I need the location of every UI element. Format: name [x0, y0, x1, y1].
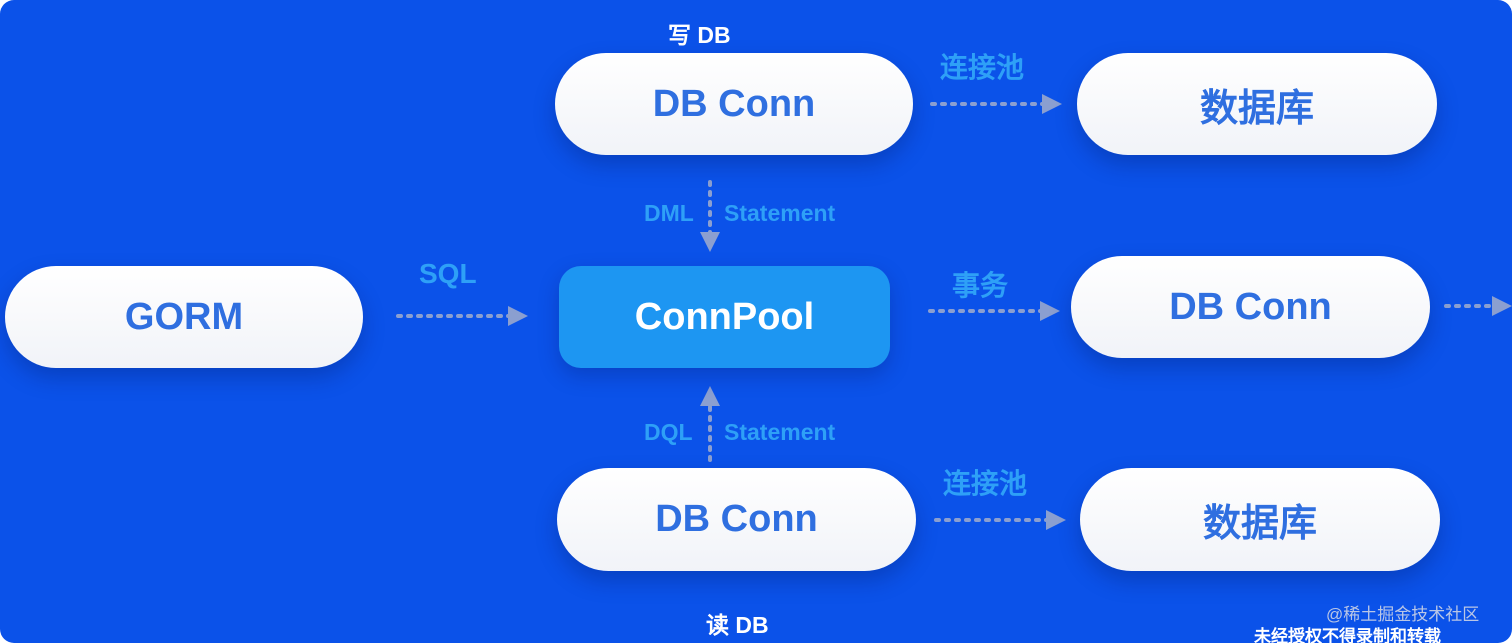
arrowhead: [1492, 296, 1512, 316]
watermark-copyright: 未经授权不得录制和转载: [1254, 627, 1441, 643]
dql-label: DQL: [644, 419, 693, 445]
arrowhead: [1042, 94, 1062, 114]
transaction-label: 事务: [952, 270, 1009, 301]
sql-label: SQL: [419, 258, 477, 289]
dml-statement-label: Statement: [724, 200, 836, 226]
read-db-conn-node[interactable]: DB Conn: [557, 468, 916, 571]
dql-statement-label: Statement: [724, 419, 836, 445]
read-db-caption: 读 DB: [706, 612, 769, 638]
read-database-node[interactable]: 数据库: [1080, 468, 1440, 571]
dml-label: DML: [644, 200, 694, 226]
tx-db-conn-node[interactable]: DB Conn: [1071, 256, 1430, 358]
connpool-node[interactable]: ConnPool: [559, 266, 890, 368]
write-database-node[interactable]: 数据库: [1077, 53, 1437, 155]
pool-label-bottom: 连接池: [943, 468, 1028, 499]
arrowhead: [508, 306, 528, 326]
write-db-caption: 写 DB: [668, 22, 731, 48]
arrowhead: [700, 232, 720, 252]
arrowhead: [1046, 510, 1066, 530]
write-db-conn-node[interactable]: DB Conn: [555, 53, 913, 155]
watermark-site: @稀土掘金技术社区: [1326, 605, 1480, 624]
arrowhead: [1040, 301, 1060, 321]
gorm-node[interactable]: GORM: [5, 266, 363, 368]
pool-label-top: 连接池: [940, 52, 1025, 83]
arrowhead: [700, 386, 720, 406]
